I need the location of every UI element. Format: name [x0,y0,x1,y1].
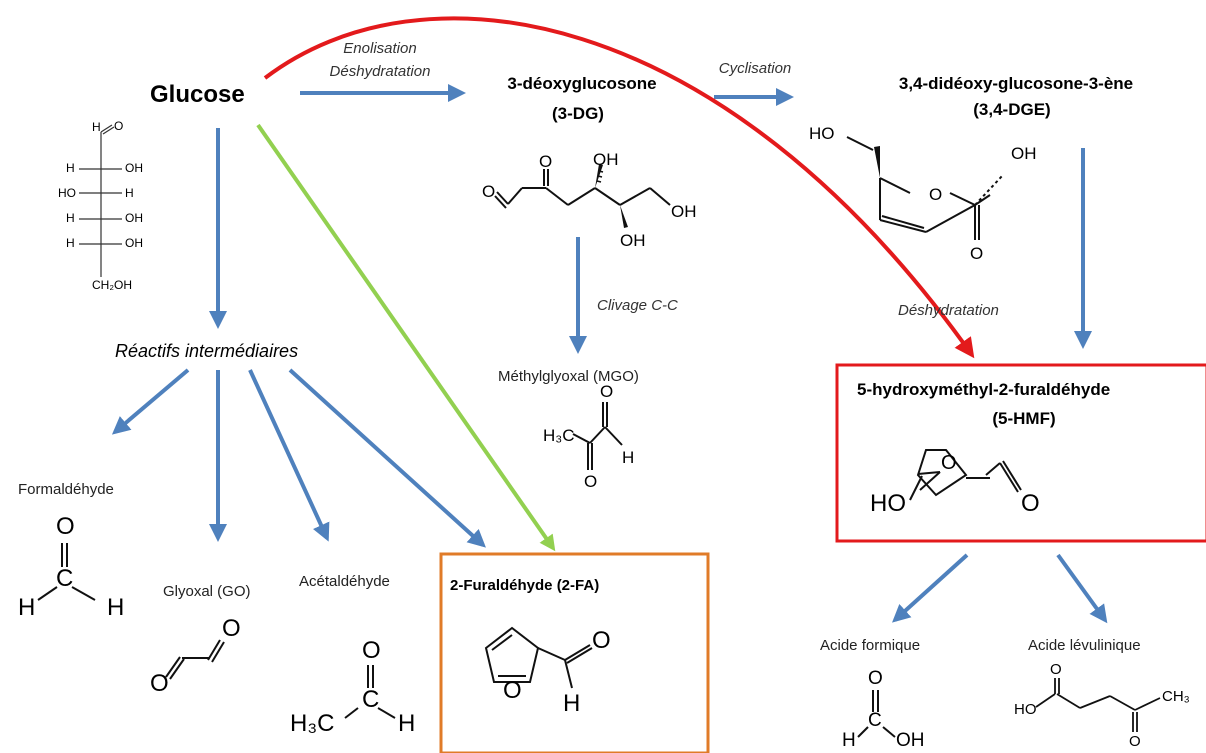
formaldehyde-atom-c: C [56,565,74,592]
3dg-atom-o-2: O [539,152,553,171]
glucose-atom-h-3: H [66,211,75,225]
glucose-atom-ho-2: HO [58,186,76,200]
levulinic-structure [1035,678,1161,732]
intermediates-label: Réactifs intermédiaires [115,341,299,361]
levulinic-atom-o-bottom: O [1129,733,1141,750]
dge-atom-oh: OH [1011,144,1037,163]
glucose-atom-o-top: O [114,119,124,133]
fa-atom-o-carbonyl: O [592,627,611,654]
step-cyclisation: Cyclisation [718,60,792,77]
3dg-atom-oh-3: OH [620,231,646,250]
glucose-atom-h-4: H [66,236,75,250]
dge-label-line2: (3,4-DGE) [973,100,1051,119]
formic-structure [857,690,896,738]
step-dehydration-1: Déshydratation [329,63,431,80]
formic-acid-label: Acide formique [820,637,921,654]
glucose-atom-oh-3: OH [125,211,143,225]
formic-atom-oh: OH [896,730,925,751]
green-arrow-glucose-to-fa [256,123,556,552]
acetaldehyde-atom-c: C [362,686,380,713]
fa-atom-o-ring: O [503,677,522,704]
mgo-label: Méthylglyoxal (MGO) [498,368,639,385]
fa-label: 2-Furaldéhyde (2-FA) [450,577,600,594]
glucose-atom-ch2oh: CH₂OH [92,278,132,292]
dge-label-line1: 3,4-didéoxy-glucosone-3-ène [898,74,1134,93]
levulinic-atom-ho: HO [1014,701,1037,718]
arrow-hmf-to-formic [892,553,969,623]
levulinic-atom-ch3: CH₃ [1162,688,1190,705]
blue-arrows [111,84,1108,624]
levulinic-acid-label: Acide lévulinique [1028,637,1141,654]
formic-atom-c: C [868,710,882,731]
hmf-structure [909,449,1022,501]
acetaldehyde-label: Acétaldéhyde [299,573,390,590]
dge-atom-ho: HO [809,124,835,143]
hmf-label-line2: (5-HMF) [992,409,1056,428]
mgo-atom-h3c: H₃C [543,426,575,445]
acetaldehyde-atom-h: H [398,710,416,737]
formic-atom-h: H [842,730,856,751]
3dg-atom-o-1: O [482,182,496,201]
glyoxal-label: Glyoxal (GO) [163,583,251,600]
3dg-wedges [595,164,628,228]
dge-structure [846,136,1004,240]
glucose-structure [79,124,122,277]
hmf-box [835,363,1206,543]
mgo-atom-o-bottom: O [584,472,598,491]
formaldehyde-atom-o: O [56,513,75,540]
step-cleavage: Clivage C-C [597,297,678,314]
dge-wedge [874,146,880,178]
acetaldehyde-structure [344,665,396,719]
arrow-int-to-formaldehyde [111,368,190,435]
3dg-label-line2: (3-DG) [552,104,604,123]
glucose-atom-h-top: H [92,120,101,134]
formaldehyde-atom-h-left: H [18,594,36,621]
glyoxal-atom-o-right: O [222,615,241,642]
fa-atom-h: H [563,690,581,717]
glucose-label: Glucose [150,81,245,108]
mgo-atom-h: H [622,448,635,467]
dge-atom-o-ring: O [929,185,943,204]
arrow-int-to-fa [288,368,486,548]
hmf-label-line1: 5-hydroxyméthyl-2-furaldéhyde [857,380,1111,399]
fa-structure [484,626,593,689]
dge-atom-o-carbonyl: O [970,244,984,263]
step-enolisation: Enolisation [343,40,417,57]
hmf-atom-o-carbonyl: O [1021,490,1040,517]
glyoxal-atom-o-left: O [150,670,169,697]
mgo-structure [572,402,623,470]
glucose-atom-oh-4: OH [125,236,143,250]
acetaldehyde-atom-o: O [362,637,381,664]
red-arrow-glucose-to-hmf [263,16,975,359]
glucose-atom-h-1: H [66,161,75,175]
formaldehyde-label: Formaldéhyde [18,481,114,498]
hmf-atom-o-ring: O [941,452,957,474]
hmf-atom-ho: HO [870,490,906,517]
formaldehyde-structure [37,543,96,601]
mgo-atom-o-top: O [600,382,614,401]
glyoxal-structure [165,639,225,680]
fa-box [439,552,710,753]
formic-atom-o: O [868,668,883,689]
3dg-structure [494,169,671,209]
acetaldehyde-atom-h3c: H₃C [290,710,335,737]
step-dehydration-2: Déshydratation [898,302,999,319]
arrow-hmf-to-levulinic [1056,553,1108,624]
3dg-label-line1: 3-déoxyglucosone [507,74,657,93]
levulinic-atom-o-top: O [1050,661,1062,678]
3dg-atom-oh-2: OH [671,202,697,221]
glucose-atom-h-2: H [125,186,134,200]
arrow-int-to-acetaldehyde [248,369,330,542]
glucose-atom-oh-1: OH [125,161,143,175]
formaldehyde-atom-h-right: H [107,594,125,621]
3dg-atom-oh-1: OH [593,150,619,169]
